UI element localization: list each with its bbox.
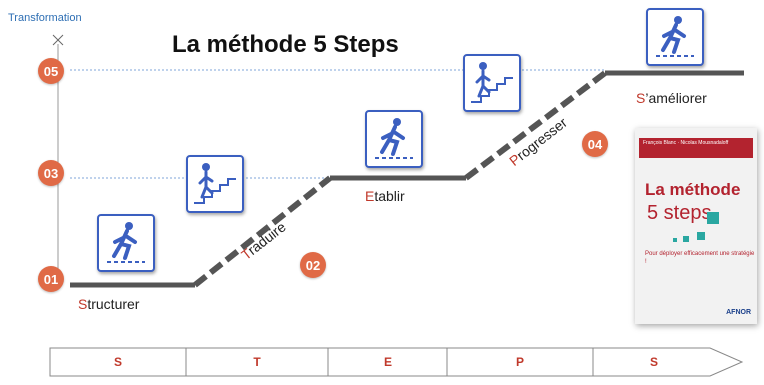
- step-label-ameliorer: S’améliorer: [636, 90, 707, 106]
- step-label-structurer: Structurer: [78, 296, 140, 312]
- step-label-etablir: Etablir: [365, 188, 405, 204]
- path-slope-progresser: [464, 70, 607, 181]
- book-tagline: Pour déployer efficacement une stratégie…: [645, 251, 755, 265]
- book-subtitle: 5 steps: [647, 202, 712, 224]
- stairs-climber-icon: [463, 54, 521, 112]
- bar-letter-e: E: [383, 355, 392, 369]
- steps-arrow-bar: [49, 347, 744, 377]
- bar-letter-t: T: [253, 355, 261, 369]
- walking-person-icon: [646, 8, 704, 66]
- axis-label: Transformation: [8, 12, 82, 24]
- book-publisher: AFNOR: [726, 309, 751, 316]
- book-title: La méthode: [645, 180, 741, 199]
- level-badge-01: 01: [38, 266, 64, 292]
- bar-letter-p: P: [515, 355, 524, 369]
- book-authors: François Blanc · Nicolas Mousnadaloff: [639, 138, 753, 158]
- level-badge-03: 03: [38, 160, 64, 186]
- step-badge-02: 02: [300, 252, 326, 278]
- bar-letter-s: S: [113, 355, 122, 369]
- path-slope-traduire: [193, 175, 332, 288]
- walking-person-icon: [97, 214, 155, 272]
- level-badge-05: 05: [38, 58, 64, 84]
- walking-person-icon: [365, 110, 423, 168]
- stairs-climber-icon: [186, 155, 244, 213]
- bar-letter-s-final: S: [649, 355, 658, 369]
- page-title: La méthode 5 Steps: [172, 31, 399, 58]
- book-cover: François Blanc · Nicolas Mousnadaloff La…: [635, 128, 757, 324]
- step-badge-04: 04: [582, 131, 608, 157]
